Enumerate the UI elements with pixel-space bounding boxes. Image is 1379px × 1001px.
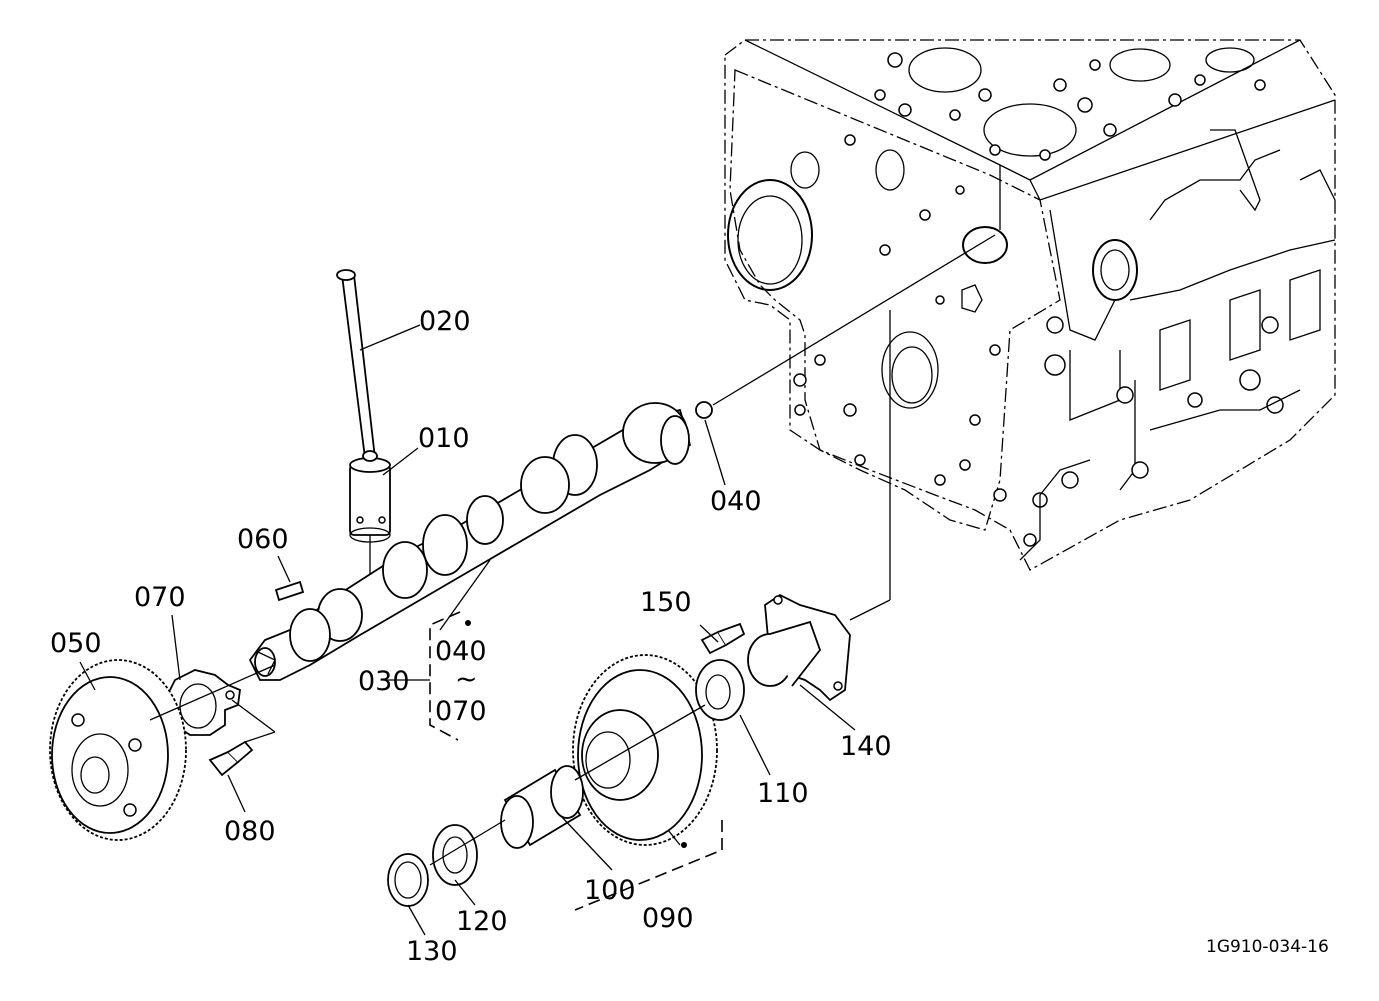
feather-key bbox=[274, 580, 305, 602]
callout-100: 100 bbox=[584, 875, 636, 906]
steel-ball bbox=[695, 401, 713, 419]
callout-020: 020 bbox=[419, 306, 471, 337]
callout-130: 130 bbox=[406, 936, 458, 967]
bolt-150 bbox=[700, 622, 746, 655]
callout-140: 140 bbox=[840, 731, 892, 762]
cam-gear bbox=[49, 659, 187, 841]
callout-010: 010 bbox=[418, 423, 470, 454]
figure-code: 1G910-034-16 bbox=[1206, 937, 1329, 957]
idle-gear-shaft bbox=[747, 593, 851, 702]
range-marker-dot-090 bbox=[681, 842, 687, 848]
callout-labels: 020 010 040 060 070 050 040 ~ 030 070 08… bbox=[50, 306, 1329, 967]
leader-lines bbox=[79, 234, 996, 936]
range-separator: ~ bbox=[455, 664, 478, 695]
callout-060: 060 bbox=[237, 524, 289, 555]
callout-040-range: 040 bbox=[435, 636, 487, 667]
callout-050: 050 bbox=[50, 628, 102, 659]
callout-110: 110 bbox=[757, 778, 809, 809]
range-marker-dot bbox=[465, 620, 471, 626]
callout-080: 080 bbox=[224, 816, 276, 847]
push-rod bbox=[336, 269, 378, 462]
idle-gear-bushing bbox=[500, 765, 584, 849]
engine-block bbox=[724, 39, 1336, 571]
callout-120: 120 bbox=[456, 906, 508, 937]
callout-070-range: 070 bbox=[435, 696, 487, 727]
callout-150: 150 bbox=[640, 587, 692, 618]
collar-120 bbox=[432, 824, 478, 886]
snap-ring bbox=[387, 853, 429, 907]
thrust-plate bbox=[164, 669, 241, 736]
callout-070-plate: 070 bbox=[134, 582, 186, 613]
camshaft bbox=[248, 402, 692, 681]
callout-040-ball: 040 bbox=[710, 486, 762, 517]
idle-gear bbox=[572, 654, 718, 846]
callout-090: 090 bbox=[642, 903, 694, 934]
collar-110 bbox=[695, 659, 745, 721]
bolt-080 bbox=[208, 740, 254, 777]
callout-030: 030 bbox=[358, 666, 410, 697]
cam-follower bbox=[349, 457, 391, 543]
